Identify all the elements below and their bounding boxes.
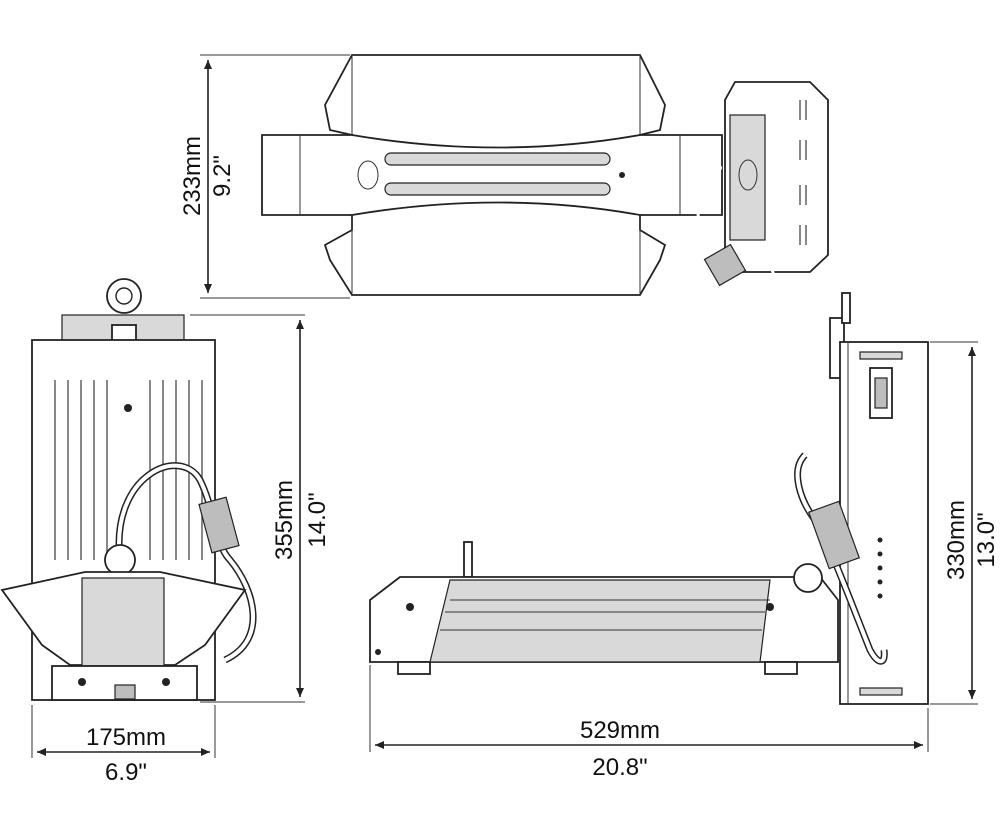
top-view: 233mm 9.2": [179, 54, 829, 307]
left-width-inch-label: 6.9": [105, 759, 147, 786]
top-height-inch-label: 9.2": [209, 155, 236, 197]
right-height-inch-label: 13.0": [973, 512, 1000, 567]
bottom-width-mm-label: 529mm: [580, 717, 660, 744]
left-height-mm-label: 355mm: [271, 480, 298, 560]
top-height-mm-label: 233mm: [179, 136, 206, 216]
right-height-mm-label: 330mm: [943, 500, 970, 580]
left-height-inch-label: 14.0": [304, 492, 331, 547]
front-view: 529mm 20.8" 330mm 13.0": [369, 292, 1000, 781]
left-view: 355mm 14.0" 175mm 6.9": [0, 278, 331, 786]
bottom-width-inch-label: 20.8": [592, 754, 647, 781]
left-width-mm-label: 175mm: [86, 724, 166, 751]
